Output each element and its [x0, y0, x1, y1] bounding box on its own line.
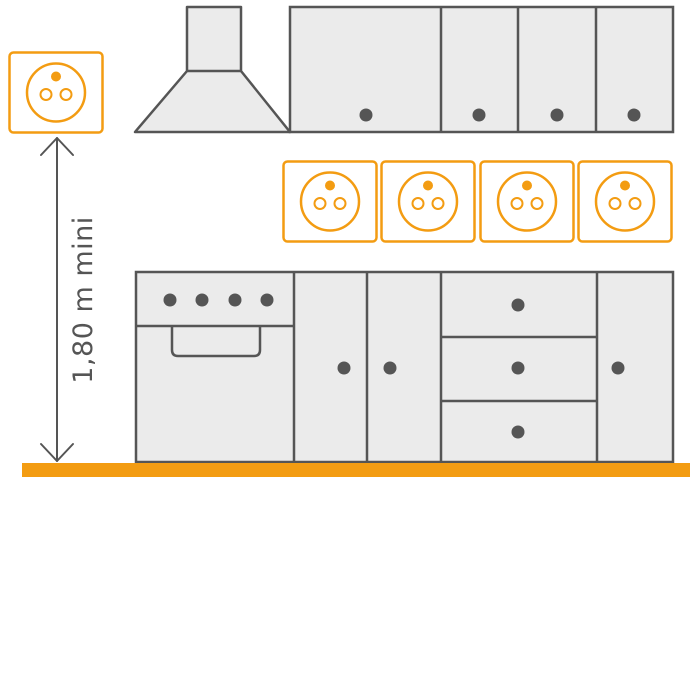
- arrow-head-up-icon: [40, 137, 74, 156]
- lower-cabinets: [134, 270, 675, 464]
- floor-line: [22, 463, 690, 477]
- cabinet-knob: [611, 361, 625, 375]
- outlet-high: [8, 51, 104, 134]
- drawer-knob: [511, 298, 525, 312]
- cabinet-knob: [383, 361, 397, 375]
- oven-handle: [170, 326, 262, 358]
- oven-knob: [195, 293, 209, 307]
- french-power-outlet-icon: [282, 160, 378, 243]
- oven-knob: [260, 293, 274, 307]
- french-power-outlet-icon: [8, 51, 104, 134]
- height-dimension-arrow: [40, 137, 74, 462]
- oven-knob: [228, 293, 242, 307]
- upper-cabinets: [288, 5, 675, 134]
- cabinet-knob: [550, 108, 564, 122]
- cabinet-knob: [472, 108, 486, 122]
- oven-knob: [163, 293, 177, 307]
- french-power-outlet-icon: [577, 160, 673, 243]
- range-hood: [133, 5, 292, 134]
- french-power-outlet-icon: [479, 160, 575, 243]
- cabinet-knob: [359, 108, 373, 122]
- outlet-row: [282, 160, 673, 243]
- cabinet-knob: [337, 361, 351, 375]
- cabinet-knob: [627, 108, 641, 122]
- french-power-outlet-icon: [380, 160, 476, 243]
- drawer-knob: [511, 425, 525, 439]
- arrow-head-down-icon: [40, 443, 74, 462]
- height-label: 1,80 m mini: [68, 216, 99, 384]
- drawer-knob: [511, 361, 525, 375]
